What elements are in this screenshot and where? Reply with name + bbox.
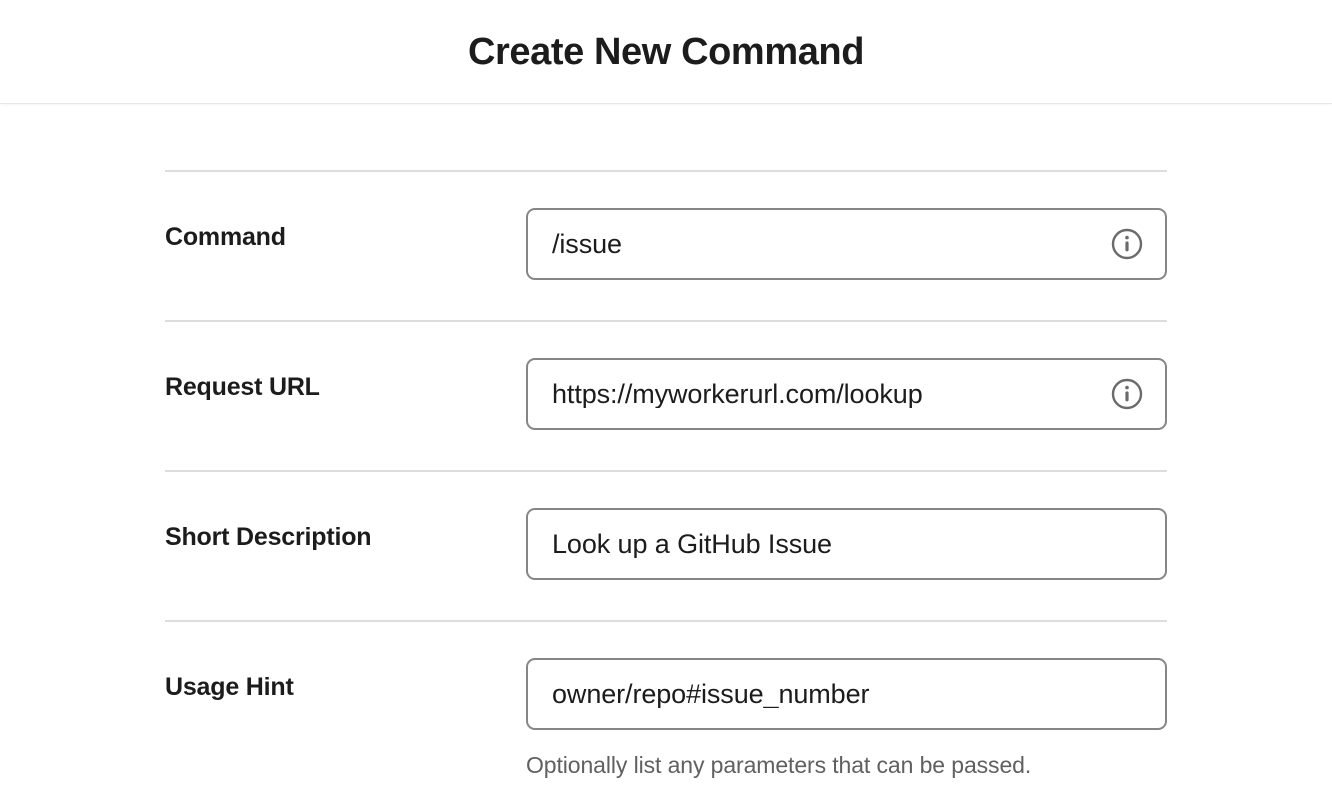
command-input-value: /issue bbox=[552, 230, 622, 258]
modal-body: Command /issue Request URL https://mywor… bbox=[0, 104, 1332, 784]
row-divider bbox=[165, 170, 1167, 172]
short-description-input-value: Look up a GitHub Issue bbox=[552, 530, 832, 558]
label-request-url: Request URL bbox=[165, 373, 320, 401]
form-row-usage-hint: Usage Hint owner/repo#issue_number Optio… bbox=[165, 622, 1167, 784]
command-input[interactable]: /issue bbox=[526, 208, 1167, 280]
form-row-command: Command /issue bbox=[165, 172, 1167, 320]
label-usage-hint: Usage Hint bbox=[165, 673, 294, 701]
form-row-request-url: Request URL https://myworkerurl.com/look… bbox=[165, 322, 1167, 470]
row-divider bbox=[165, 320, 1167, 322]
page-title: Create New Command bbox=[467, 30, 865, 73]
label-short-description: Short Description bbox=[165, 523, 372, 551]
request-url-input[interactable]: https://myworkerurl.com/lookup bbox=[526, 358, 1167, 430]
form-row-short-description: Short Description Look up a GitHub Issue bbox=[165, 472, 1167, 620]
control-command: /issue bbox=[526, 172, 1167, 280]
short-description-input[interactable]: Look up a GitHub Issue bbox=[526, 508, 1167, 580]
command-form: Command /issue Request URL https://mywor… bbox=[165, 104, 1167, 784]
control-short-description: Look up a GitHub Issue bbox=[526, 472, 1167, 580]
info-circle-icon[interactable] bbox=[1111, 228, 1143, 260]
control-request-url: https://myworkerurl.com/lookup bbox=[526, 322, 1167, 430]
label-command: Command bbox=[165, 223, 286, 251]
info-circle-icon[interactable] bbox=[1111, 378, 1143, 410]
control-usage-hint: owner/repo#issue_number Optionally list … bbox=[526, 622, 1167, 780]
modal-header: Create New Command bbox=[0, 0, 1332, 104]
row-divider bbox=[165, 470, 1167, 472]
usage-hint-input-value: owner/repo#issue_number bbox=[552, 680, 870, 708]
request-url-input-value: https://myworkerurl.com/lookup bbox=[552, 380, 923, 408]
usage-hint-help-text: Optionally list any parameters that can … bbox=[526, 752, 1032, 778]
row-divider bbox=[165, 620, 1167, 622]
usage-hint-input[interactable]: owner/repo#issue_number bbox=[526, 658, 1167, 730]
